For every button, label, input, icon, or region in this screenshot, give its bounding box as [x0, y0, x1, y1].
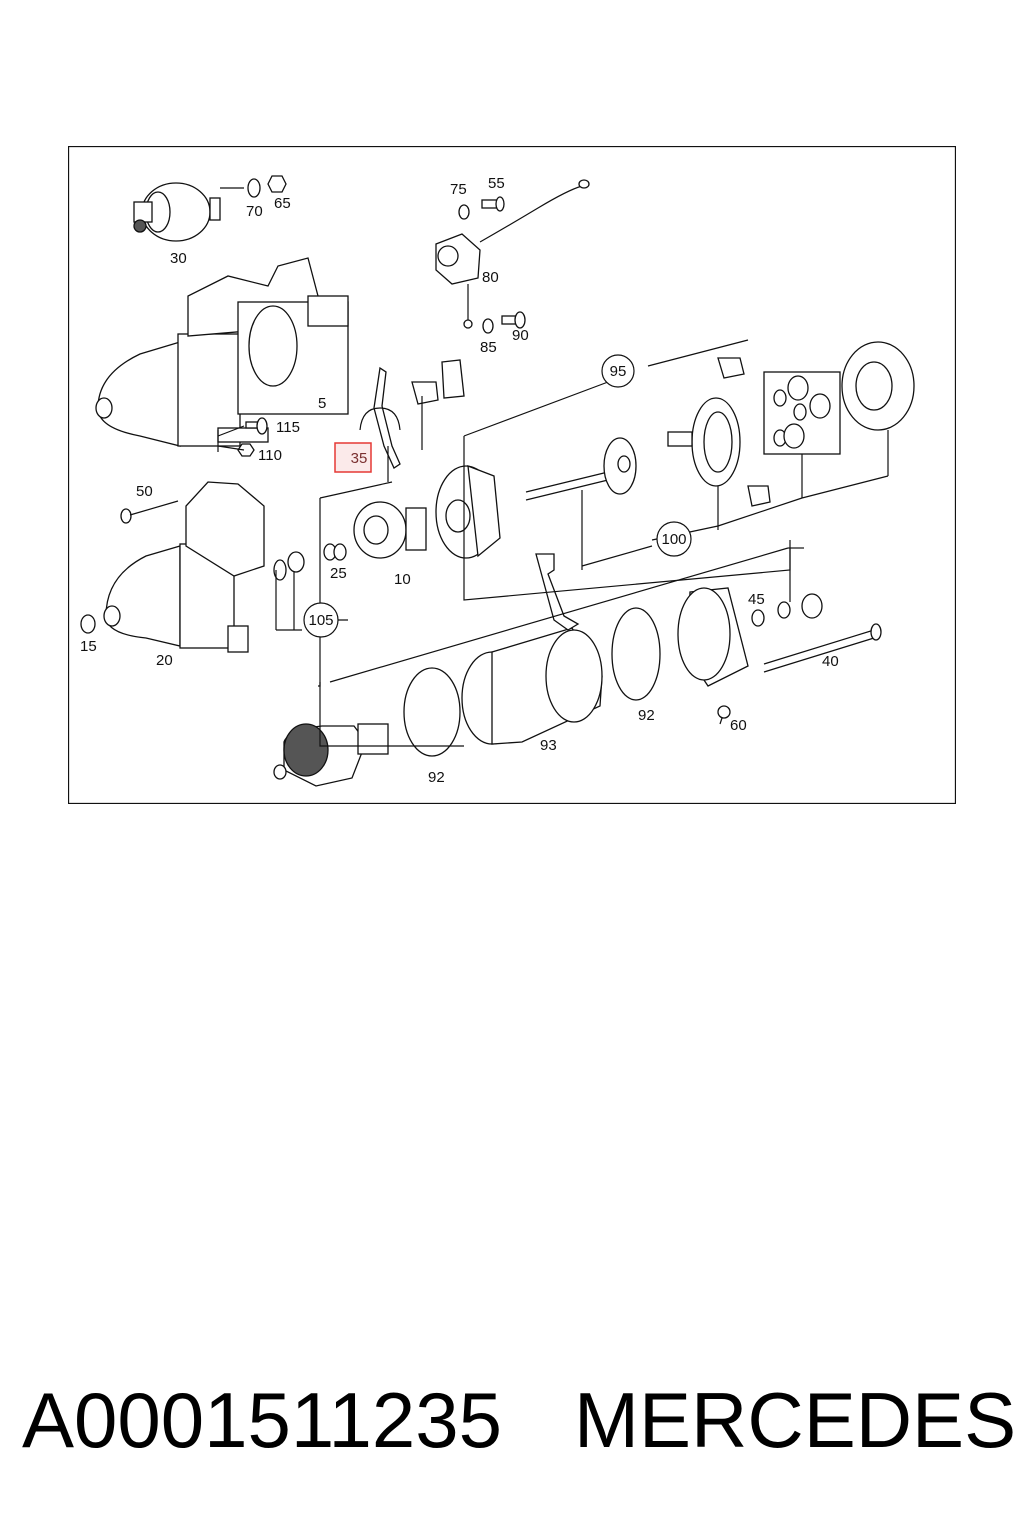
svg-text:100: 100 — [661, 531, 686, 548]
label-5: 5 — [318, 395, 326, 412]
part-65-nut[interactable] — [267, 175, 287, 193]
part-intermediate-bearing[interactable] — [435, 465, 501, 559]
part-90-screw[interactable] — [501, 311, 526, 329]
label-90: 90 — [512, 327, 529, 344]
part-armature[interactable] — [273, 723, 389, 787]
label-110: 110 — [258, 447, 282, 464]
part-85-washer[interactable] — [482, 318, 494, 334]
part-75-washer[interactable] — [458, 204, 470, 220]
part-planet-gears[interactable] — [763, 371, 841, 455]
label-92-right: 92 — [638, 707, 655, 724]
label-65: 65 — [274, 195, 291, 212]
part-20-drive-housing[interactable] — [103, 481, 265, 653]
label-40: 40 — [822, 653, 839, 670]
label-50: 50 — [136, 483, 153, 500]
part-5-starter-assembly[interactable] — [95, 257, 349, 447]
label-45: 45 — [748, 591, 765, 608]
part-92-oring-right[interactable] — [611, 607, 661, 701]
part-cover-plate[interactable] — [841, 341, 915, 431]
label-25: 25 — [330, 565, 347, 582]
part-internal-gear[interactable] — [667, 397, 741, 487]
part-number: A0001511235 — [22, 1375, 503, 1464]
label-10: 10 — [394, 571, 411, 588]
part-pivot-bracket[interactable] — [411, 359, 465, 405]
label-85: 85 — [480, 339, 497, 356]
part-10-pinion[interactable] — [353, 501, 427, 559]
callout-105[interactable]: 105 — [303, 602, 339, 638]
label-15: 15 — [80, 638, 97, 655]
part-55-screw[interactable] — [481, 196, 505, 212]
label-60: 60 — [730, 717, 747, 734]
callout-95[interactable]: 95 — [601, 354, 635, 388]
part-35-lever[interactable] — [359, 366, 401, 469]
label-20: 20 — [156, 652, 173, 669]
part-50-bolt[interactable] — [120, 500, 179, 524]
label-75: 75 — [450, 181, 467, 198]
callout-100[interactable]: 100 — [656, 521, 692, 557]
part-93-pole-housing[interactable] — [461, 627, 603, 745]
svg-text:105: 105 — [308, 612, 333, 629]
label-30: 30 — [170, 250, 187, 267]
parts-diagram: 95 100 105 35 30 70 65 75 55 80 85 90 5 … — [68, 146, 956, 804]
label-80: 80 — [482, 269, 499, 286]
brand-name: MERCEDES — [574, 1375, 1017, 1464]
label-93: 93 — [540, 737, 557, 754]
label-115: 115 — [276, 419, 300, 436]
part-80-relay[interactable] — [435, 179, 590, 329]
part-105-ring[interactable] — [273, 551, 305, 581]
part-70-washer[interactable] — [247, 178, 261, 198]
part-40-through-bolt[interactable] — [763, 623, 882, 673]
part-92-oring-left[interactable] — [403, 667, 461, 757]
part-60-screw[interactable] — [717, 705, 731, 725]
label-55: 55 — [488, 175, 505, 192]
part-planet-shaft[interactable] — [525, 437, 637, 501]
svg-text:35: 35 — [351, 450, 368, 467]
part-110-nut[interactable] — [237, 443, 255, 457]
part-115-screw[interactable] — [245, 417, 268, 435]
part-25-bushing[interactable] — [323, 543, 347, 561]
part-caption: A0001511235 MERCEDES — [22, 1372, 1016, 1468]
part-15-bushing[interactable] — [80, 614, 96, 634]
label-92-left: 92 — [428, 769, 445, 786]
highlight-part-35[interactable]: 35 — [334, 442, 372, 473]
svg-text:95: 95 — [610, 363, 627, 380]
part-30-solenoid[interactable] — [133, 182, 221, 242]
part-terminal-bar[interactable] — [535, 553, 580, 631]
part-seal[interactable] — [777, 593, 823, 619]
part-brush-clips[interactable] — [717, 357, 771, 507]
label-70: 70 — [246, 203, 263, 220]
part-45-bushing[interactable] — [751, 609, 765, 627]
part-end-cover[interactable] — [677, 587, 749, 687]
